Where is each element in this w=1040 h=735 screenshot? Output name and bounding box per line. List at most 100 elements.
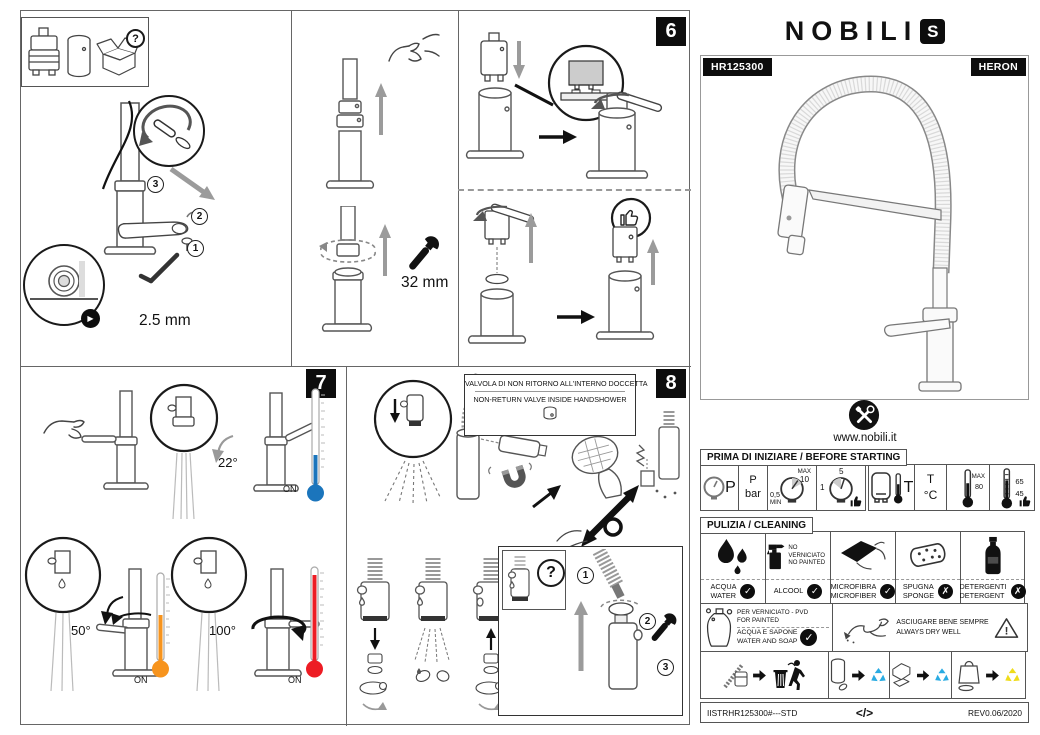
water-drops-icon (717, 538, 747, 574)
check-icon: ✓ (740, 584, 756, 599)
water-heater-icon (870, 471, 891, 503)
arrow-right-icon (985, 669, 999, 681)
brand-logo-mark-icon: S (920, 19, 946, 44)
divider (458, 11, 459, 366)
valve-ring (603, 517, 623, 537)
cold-angle-label: 22° (218, 455, 238, 470)
hose-replacement-box: ? 1 2 3 (498, 546, 683, 716)
spray-fan (384, 460, 442, 506)
arrow-right-icon (852, 669, 865, 681)
valve-note-it: VALVOLA DI NON RITORNO ALL'INTERNO DOCCE… (465, 379, 648, 388)
magnifier-set-screw (133, 95, 205, 167)
step-2: 2 (191, 208, 208, 225)
product-box: HR125300 HERON (700, 55, 1029, 400)
check-icon: ✓ (800, 629, 818, 647)
thumbs-up-icon (1019, 496, 1031, 507)
footer-revision: REV0.06/2020 (968, 707, 1022, 718)
pressure-range-cell: MAX 10 0,5 MIN (767, 464, 817, 511)
question-icon: ? (537, 559, 565, 587)
cartridge-unscrew-drawing (319, 206, 439, 332)
panel8-valve-service-drawing (356, 558, 506, 711)
play-icon: ▶ (81, 309, 100, 328)
dashed-divider (458, 189, 691, 191)
panel-6-badge: 6 (656, 17, 686, 46)
panel-7-badge: 7 (306, 369, 336, 398)
plastic-bag-icon (957, 660, 980, 692)
heron-faucet-product-drawing (777, 75, 962, 392)
water-stream (172, 452, 195, 520)
sleeve-icon (67, 34, 91, 78)
microfiber-cloth-icon (841, 540, 886, 570)
mini-handshower (507, 556, 530, 601)
wrench-icon (651, 613, 677, 641)
disposal-cartridge-cell (828, 651, 890, 699)
panel7-hot-drawing (24, 536, 324, 692)
cartridge-part-icon (830, 658, 848, 691)
valve-note-box: VALVOLA DI NON RITORNO ALL'INTERNO DOCCE… (464, 374, 648, 436)
cleaning-alcohol-cell: NO VERNICIATO NO PAINTED ALCOOL ✓ (765, 531, 831, 604)
old-parts-icon (723, 663, 748, 689)
faucet-lever (117, 221, 189, 239)
cable-line (101, 100, 134, 190)
temp-max-cell: MAX 80 (946, 464, 990, 511)
temp-unit-cell: T °C (914, 464, 947, 511)
cartridge-with-tool (467, 203, 535, 344)
arrow-down-right (169, 166, 215, 200)
faucet-exploded (319, 206, 391, 332)
step-1: 1 (187, 240, 204, 257)
spout-drip-detail-2 (193, 550, 217, 589)
double-arrow (584, 490, 636, 542)
valve-note-en: NON-RETURN VALVE INSIDE HANDSHOWER (473, 395, 627, 404)
drying-hand-icon (844, 617, 890, 643)
cross-icon: ✗ (1010, 584, 1026, 599)
thermometer-hot (306, 566, 324, 678)
sponge-icon (910, 542, 946, 567)
magnifier-pointer (514, 83, 554, 107)
check-icon: ✓ (880, 584, 896, 599)
water-stream-2 (50, 612, 74, 692)
thermometer-small-icon (893, 472, 903, 504)
spout-detail (167, 396, 195, 427)
cartridge-teeth-detail (560, 60, 612, 101)
handle-removal-drawing (101, 100, 215, 284)
footer-bar: IISTRHR125300#---STD </> REV0.06/2020 (700, 702, 1029, 723)
handshower-1 (356, 558, 390, 711)
painted-care-cell: PER VERNICIATO - PVD FOR PAINTED ACQUA E… (700, 603, 833, 652)
step-2: 2 (639, 613, 656, 630)
spout-drip-detail (47, 550, 71, 589)
cleaning-row-2: PER VERNICIATO - PVD FOR PAINTED ACQUA E… (700, 603, 1028, 652)
pressure-symbol-cell: P (700, 464, 739, 511)
step-3: 3 (657, 659, 674, 676)
recycle-icon (935, 667, 949, 681)
pressure-unit-cell: P bar (738, 464, 768, 511)
thermometer-ok-icon (1001, 467, 1013, 509)
set-screw-detail (139, 104, 192, 150)
spout-pipe-part (655, 411, 680, 499)
trash-person-icon (773, 660, 805, 690)
faucet-stack (325, 58, 387, 189)
wrench-icon (409, 236, 439, 270)
step-3: 3 (147, 176, 164, 193)
panel6-top-drawing (465, 32, 663, 179)
faucet-100 (251, 568, 320, 677)
hose (592, 549, 624, 589)
on-label-cold: ON (283, 484, 297, 494)
disposal-row (700, 651, 1026, 699)
handshower-2 (414, 558, 450, 682)
spare-parts-box: ? (21, 17, 149, 87)
base-screw-detail (30, 261, 98, 300)
divider (21, 366, 691, 367)
check-icon: ✓ (807, 584, 823, 599)
disposal-plastic-cell (951, 651, 1026, 699)
recycle-icon (871, 667, 886, 681)
hot-angle-label: 100° (209, 623, 236, 638)
before-starting-title: PRIMA DI INIZIARE / BEFORE STARTING (700, 449, 908, 466)
instruction-panels-block: 6 7 8 ? (20, 10, 691, 726)
magnet-icon (501, 464, 526, 488)
soap-bottle-icon (705, 607, 733, 647)
assembled-result (595, 226, 659, 340)
gauge-ok-icon (829, 476, 853, 503)
